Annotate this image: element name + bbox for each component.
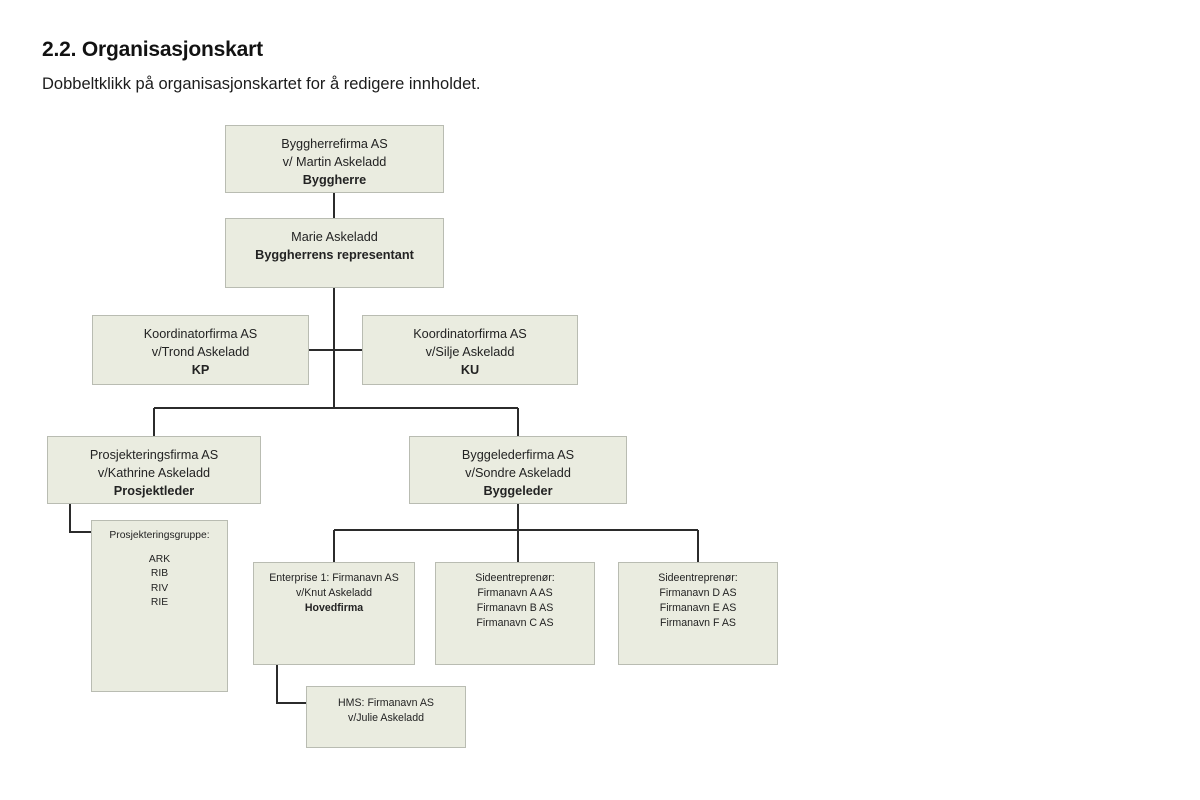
node-line: RIV bbox=[150, 582, 169, 594]
node-line: Enterprise 1: Firmanavn AS bbox=[269, 572, 399, 584]
node-role: KU bbox=[460, 363, 480, 378]
page-heading: 2.2. Organisasjonskart bbox=[42, 38, 263, 61]
node-line: ARK bbox=[148, 553, 171, 565]
node-enterprise-1[interactable]: Enterprise 1: Firmanavn AS v/Knut Askela… bbox=[253, 562, 415, 665]
node-role: KP bbox=[191, 363, 210, 378]
node-byggeleder[interactable]: Byggelederfirma AS v/Sondre Askeladd Byg… bbox=[409, 436, 627, 504]
node-line: Firmanavn B AS bbox=[476, 602, 554, 615]
node-title: Prosjekteringsgruppe: bbox=[109, 530, 210, 541]
node-line: Firmanavn F AS bbox=[660, 617, 736, 630]
node-line: v/Knut Askeladd bbox=[296, 587, 372, 600]
edge-prosjektleder-gruppe bbox=[69, 504, 91, 533]
node-line: v/ Martin Askeladd bbox=[282, 155, 387, 170]
node-line: Firmanavn D AS bbox=[659, 587, 737, 600]
node-line: v/Silje Askeladd bbox=[425, 345, 515, 360]
node-role: Byggherre bbox=[302, 173, 367, 188]
node-koordinator-ku[interactable]: Koordinatorfirma AS v/Silje Askeladd KU bbox=[362, 315, 578, 385]
node-byggherrens-representant[interactable]: Marie Askeladd Byggherrens representant bbox=[225, 218, 444, 288]
node-line: RIE bbox=[150, 597, 169, 609]
node-line: RIB bbox=[150, 568, 169, 580]
spacer bbox=[92, 544, 227, 553]
node-role: Byggeleder bbox=[483, 484, 553, 499]
node-role: Byggherrens representant bbox=[255, 248, 414, 263]
page-subtitle: Dobbeltklikk på organisasjonskartet for … bbox=[42, 75, 481, 93]
node-line: Byggelederfirma AS bbox=[461, 448, 575, 462]
node-line: v/Sondre Askeladd bbox=[465, 466, 571, 481]
node-sideentreprenor-1[interactable]: Sideentreprenør: Firmanavn A AS Firmanav… bbox=[435, 562, 595, 665]
node-line: Firmanavn C AS bbox=[476, 617, 554, 630]
node-prosjekteringsgruppe[interactable]: Prosjekteringsgruppe: ARK RIB RIV RIE bbox=[91, 520, 228, 692]
node-line: Koordinatorfirma AS bbox=[413, 327, 527, 341]
node-title: Sideentreprenør: bbox=[658, 572, 738, 584]
node-line: HMS: Firmanavn AS bbox=[338, 697, 434, 709]
node-line: Koordinatorfirma AS bbox=[143, 327, 258, 341]
node-hms[interactable]: HMS: Firmanavn AS v/Julie Askeladd bbox=[306, 686, 466, 748]
node-title: Sideentreprenør: bbox=[475, 572, 555, 584]
edge-enterprise1-hms bbox=[276, 665, 306, 704]
node-line: Prosjekteringsfirma AS bbox=[89, 448, 219, 462]
node-prosjektleder[interactable]: Prosjekteringsfirma AS v/Kathrine Askela… bbox=[47, 436, 261, 504]
node-line: v/Kathrine Askeladd bbox=[97, 466, 211, 481]
node-line: Marie Askeladd bbox=[291, 230, 378, 244]
node-line: v/Trond Askeladd bbox=[151, 345, 250, 360]
node-sideentreprenor-2[interactable]: Sideentreprenør: Firmanavn D AS Firmanav… bbox=[618, 562, 778, 665]
node-koordinator-kp[interactable]: Koordinatorfirma AS v/Trond Askeladd KP bbox=[92, 315, 309, 385]
node-line: Firmanavn E AS bbox=[659, 602, 737, 615]
node-role: Hovedfirma bbox=[304, 602, 364, 615]
node-line: v/Julie Askeladd bbox=[348, 712, 424, 725]
node-line: Byggherrefirma AS bbox=[281, 137, 388, 151]
node-byggherre[interactable]: Byggherrefirma AS v/ Martin Askeladd Byg… bbox=[225, 125, 444, 193]
node-role: Prosjektleder bbox=[113, 484, 195, 499]
node-line: Firmanavn A AS bbox=[477, 587, 553, 600]
